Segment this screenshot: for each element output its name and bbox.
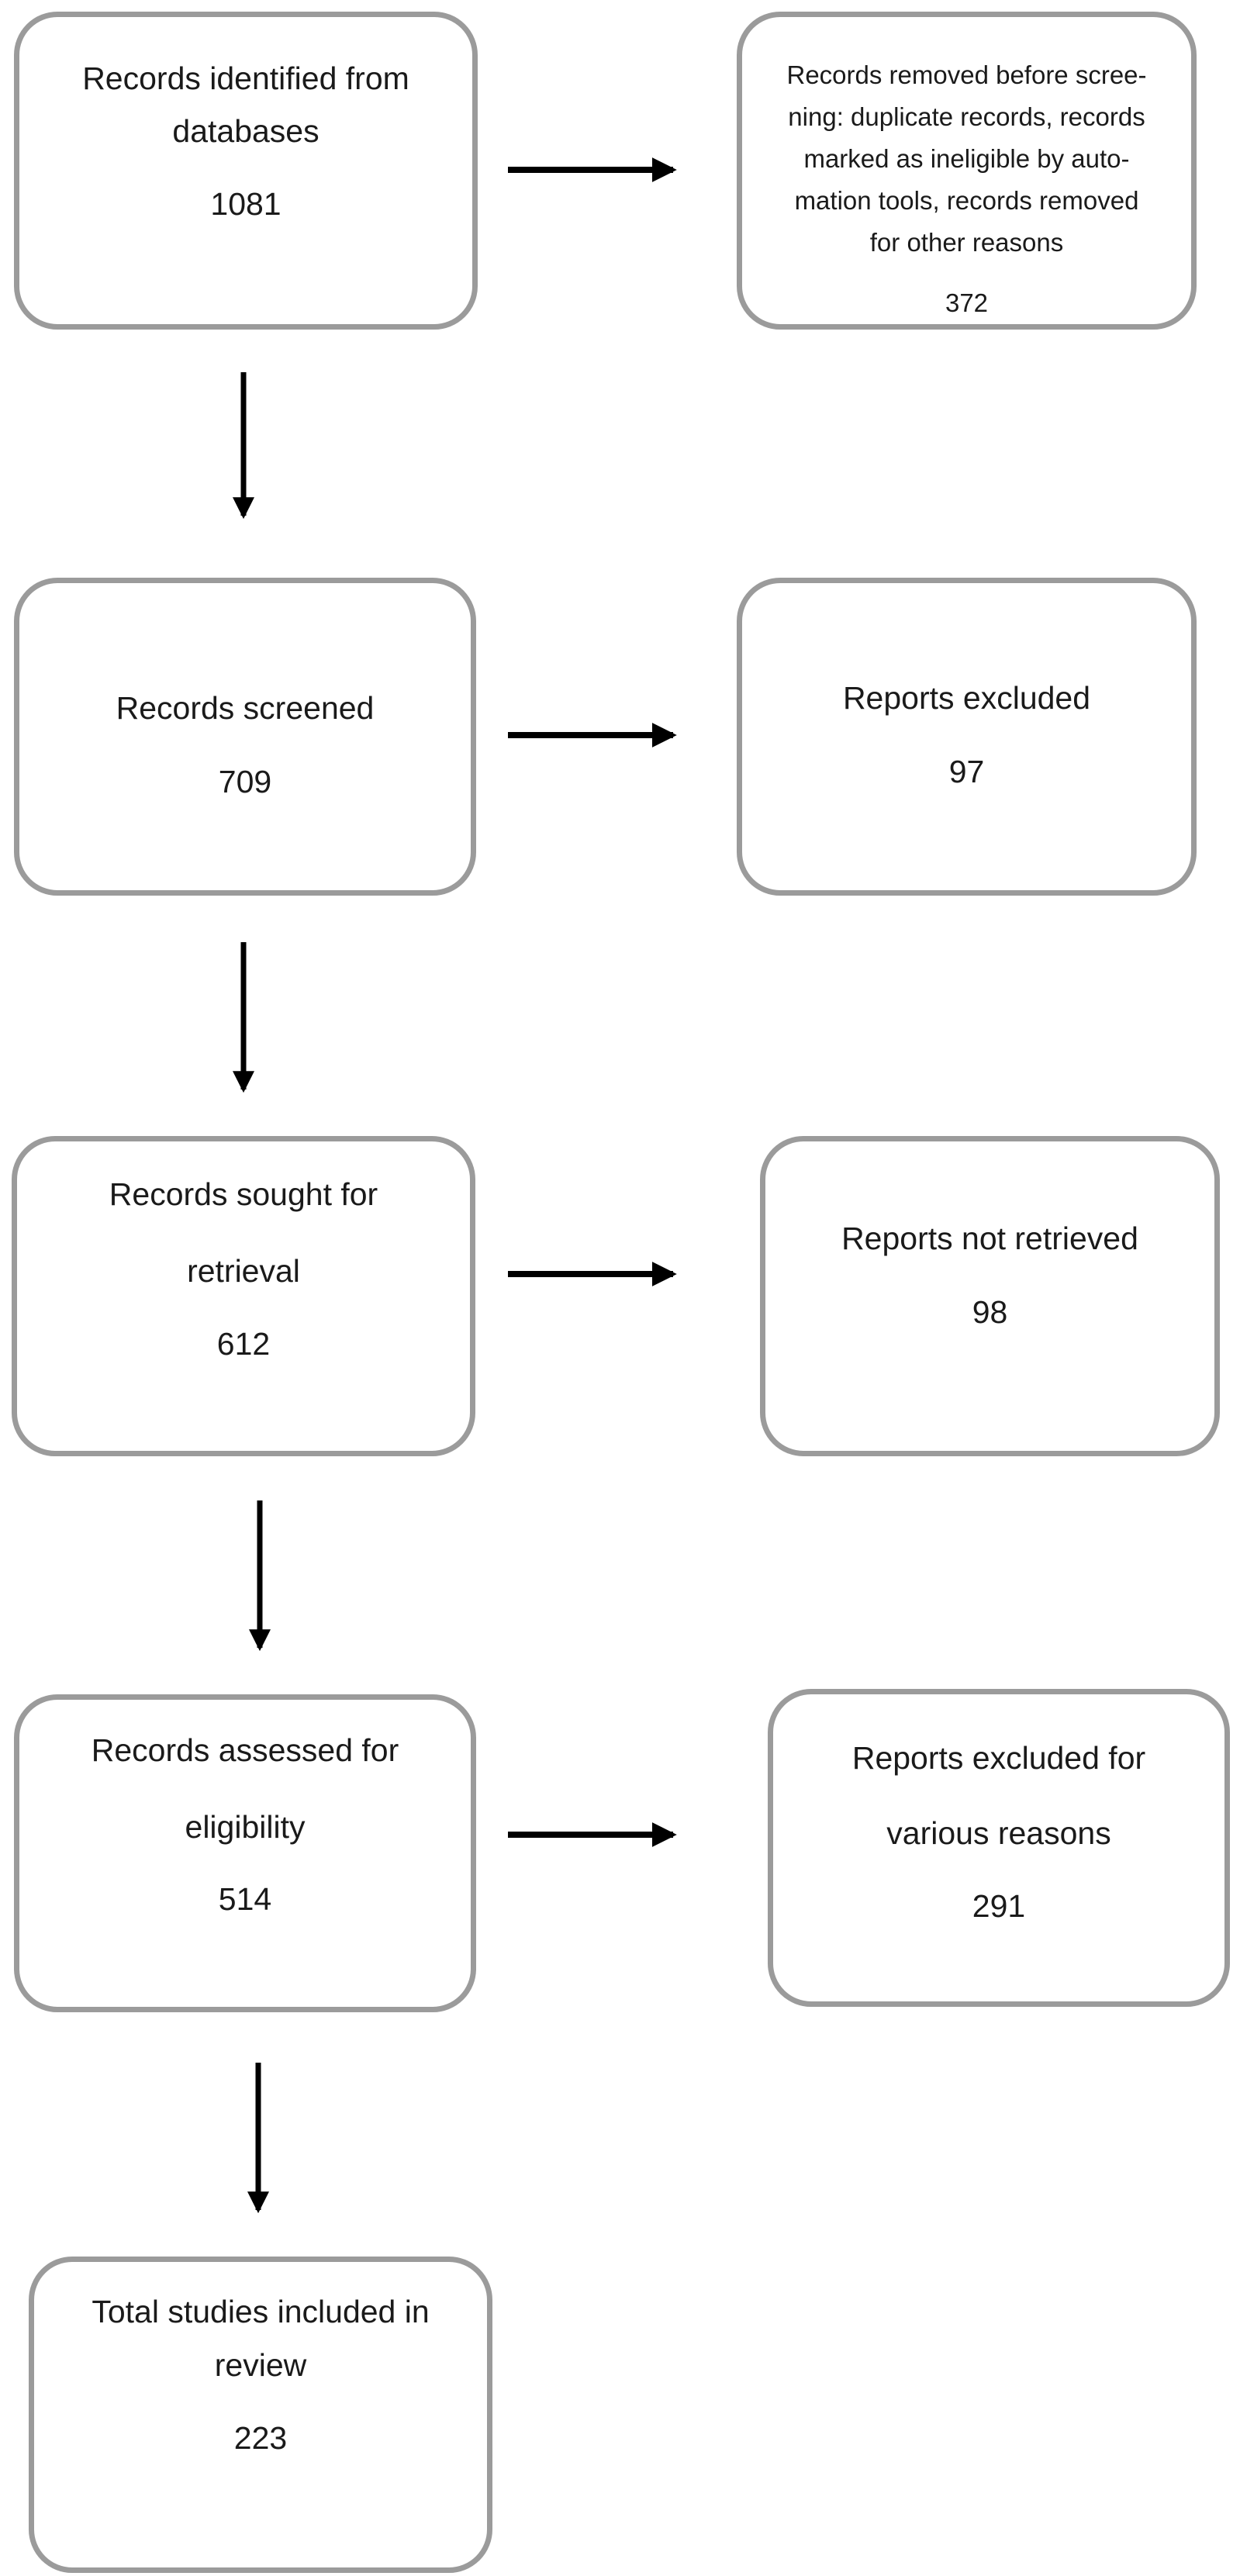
removed-line4: mation tools, records removed [794, 186, 1139, 215]
removed-line5: for other reasons [869, 228, 1064, 257]
screened-label: Records screened [116, 690, 375, 726]
box-reports-not-retrieved: Reports not retrieved 98 [760, 1136, 1220, 1456]
included-line2: review [214, 2347, 307, 2383]
assessed-line1: Records assessed for [91, 1732, 399, 1768]
box-records-screened: Records screened 709 [14, 578, 476, 896]
excluded-label: Reports excluded [842, 680, 1091, 716]
removed-line1: Records removed before scree- [786, 60, 1147, 89]
identified-line2: databases [172, 113, 319, 149]
identified-line1: Records identified from [82, 60, 409, 96]
included-count: 223 [233, 2420, 288, 2456]
not-retrieved-label: Reports not retrieved [841, 1221, 1138, 1256]
sought-line2: retrieval [187, 1253, 300, 1289]
excluded-count: 97 [948, 754, 985, 789]
box-reports-excluded: Reports excluded 97 [737, 578, 1197, 896]
removed-line2: ning: duplicate records, records [788, 102, 1145, 131]
excluded-reasons-line1: Reports excluded for [851, 1740, 1146, 1776]
box-records-removed-before-screening: Records removed before scree- ning: dupl… [737, 12, 1197, 330]
included-line1: Total studies included in [92, 2294, 430, 2329]
sought-line1: Records sought for [109, 1176, 378, 1212]
not-retrieved-count: 98 [972, 1294, 1008, 1330]
sought-count: 612 [216, 1326, 271, 1362]
removed-count: 372 [945, 288, 989, 317]
box-records-assessed-for-eligibility: Records assessed for eligibility 514 [14, 1694, 476, 2012]
assessed-count: 514 [218, 1881, 272, 1917]
box-records-identified: Records identified from databases 1081 [14, 12, 478, 330]
excluded-reasons-line2: various reasons [886, 1815, 1111, 1851]
screened-count: 709 [218, 764, 272, 799]
box-total-studies-included: Total studies included in review 223 [29, 2257, 492, 2573]
assessed-line2: eligibility [185, 1809, 306, 1845]
box-reports-excluded-various-reasons: Reports excluded for various reasons 291 [768, 1689, 1230, 2007]
excluded-reasons-count: 291 [972, 1888, 1026, 1924]
removed-line3: marked as ineligible by auto- [803, 144, 1130, 173]
box-records-sought-for-retrieval: Records sought for retrieval 612 [12, 1136, 475, 1456]
identified-count: 1081 [210, 186, 282, 222]
